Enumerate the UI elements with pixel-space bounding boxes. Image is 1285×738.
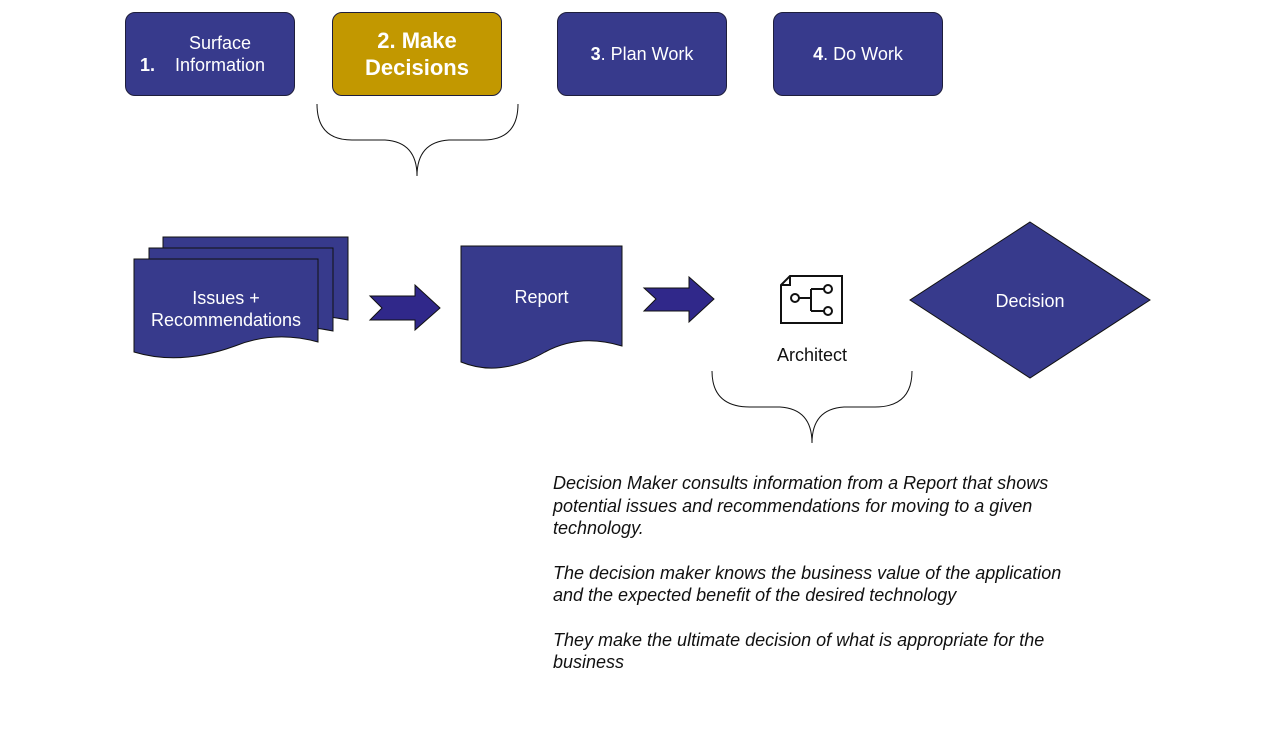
step-label: . Plan Work bbox=[600, 44, 694, 64]
architect-icon bbox=[780, 275, 843, 324]
decision-diamond bbox=[909, 221, 1151, 379]
decision-label: Decision bbox=[995, 291, 1065, 311]
step-surface-information[interactable]: 1. Surface Information bbox=[125, 12, 295, 96]
step-plan-work[interactable]: 3. Plan Work bbox=[557, 12, 727, 96]
description-paragraph: The decision maker knows the business va… bbox=[553, 562, 1062, 606]
report-label: Report bbox=[514, 287, 569, 307]
architect-label: Architect bbox=[776, 345, 848, 365]
step-number: 2. bbox=[377, 28, 396, 53]
arrow-1 bbox=[368, 283, 441, 332]
step-number: 4 bbox=[813, 44, 824, 64]
architect-brace bbox=[711, 370, 913, 444]
top-brace bbox=[316, 103, 519, 177]
issues-label: Issues + Recommendations bbox=[150, 288, 302, 330]
issues-document-stack bbox=[133, 236, 349, 359]
description-paragraph: Decision Maker consults information from… bbox=[553, 473, 1049, 538]
step-make-decisions[interactable]: 2. Make Decisions bbox=[332, 12, 502, 96]
step-label: Make Decisions bbox=[365, 28, 469, 80]
description-text: Decision Maker consults information from… bbox=[553, 472, 1083, 696]
step-number: 1. bbox=[139, 55, 155, 75]
step-label: . Do Work bbox=[823, 44, 903, 64]
step-do-work[interactable]: 4. Do Work bbox=[773, 12, 943, 96]
step-label: Surface Information bbox=[174, 33, 266, 75]
description-paragraph: They make the ultimate decision of what … bbox=[553, 629, 1045, 673]
report-document bbox=[460, 245, 623, 369]
arrow-2 bbox=[642, 275, 715, 324]
step-number: 3 bbox=[590, 44, 601, 64]
